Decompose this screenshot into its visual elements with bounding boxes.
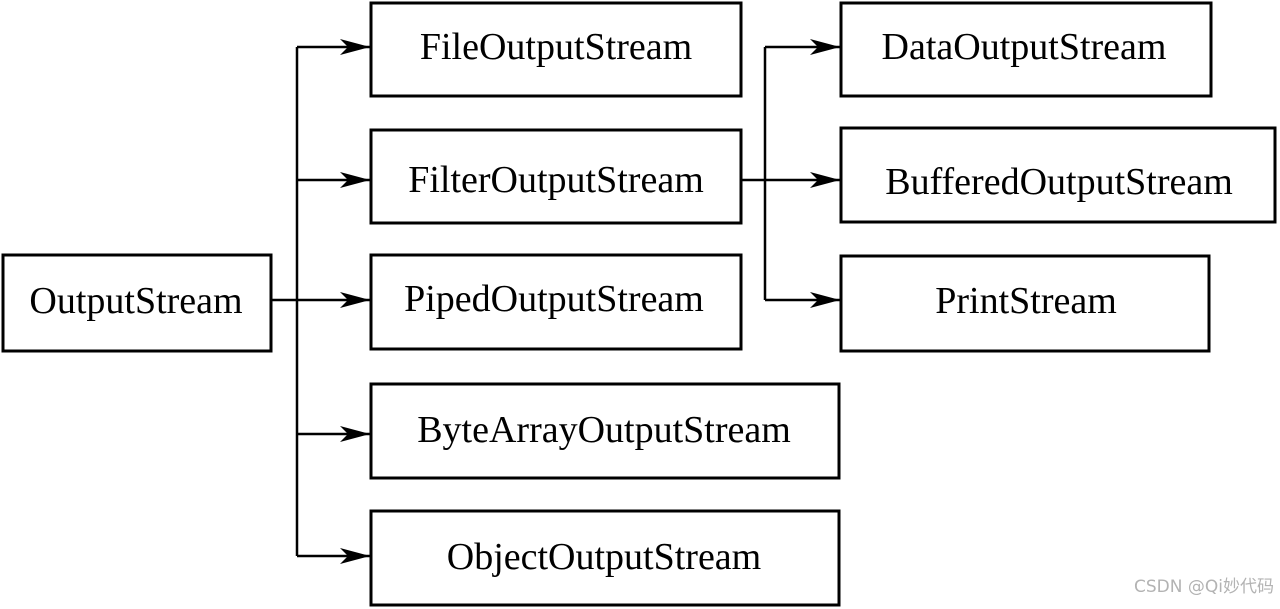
label-printstream: PrintStream [935, 280, 1117, 322]
box-bufferedoutputstream [839, 126, 1277, 224]
box-dataoutputstream [839, 1, 1213, 98]
label-bytearrayoutputstream: ByteArrayOutputStream [417, 409, 791, 451]
label-filteroutputstream: FilterOutputStream [408, 159, 704, 201]
box-pipedoutputstream [369, 253, 743, 351]
node-labels: OutputStream FileOutputStream FilterOutp… [29, 26, 1232, 578]
label-pipedoutputstream: PipedOutputStream [404, 278, 704, 320]
box-bytearrayoutputstream [369, 382, 841, 480]
label-dataoutputstream: DataOutputStream [882, 26, 1167, 68]
label-fileoutputstream: FileOutputStream [420, 26, 692, 68]
box-objectoutputstream [369, 509, 841, 607]
box-filteroutputstream [369, 128, 743, 225]
label-objectoutputstream: ObjectOutputStream [447, 536, 761, 578]
box-printstream [839, 254, 1211, 353]
box-fileoutputstream [369, 1, 743, 98]
box-outputstream [1, 253, 273, 353]
label-outputstream: OutputStream [29, 280, 242, 322]
label-bufferedoutputstream: BufferedOutputStream [885, 161, 1233, 203]
watermark-text: CSDN @Qi妙代码 [1134, 577, 1274, 597]
connectors [271, 39, 840, 564]
